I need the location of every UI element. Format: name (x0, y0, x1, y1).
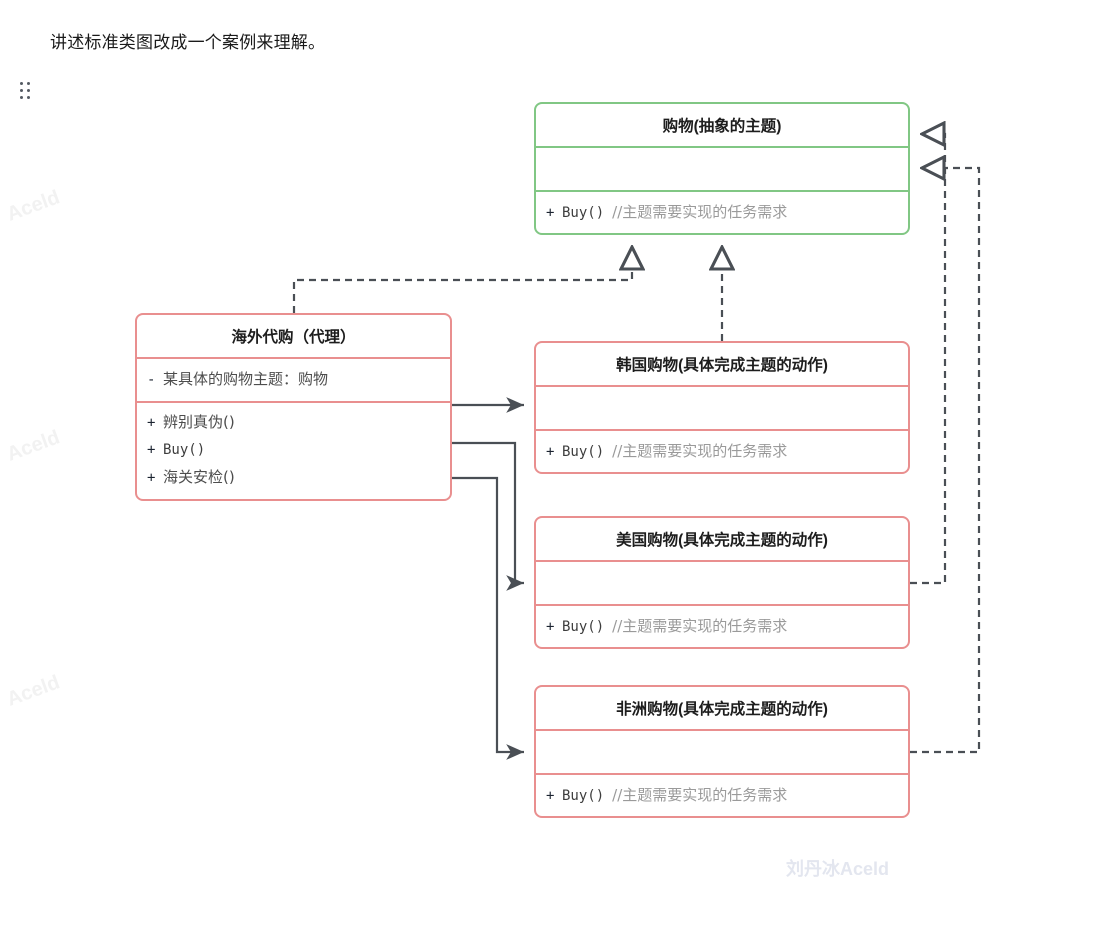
class-member-row: + Buy() //主题需要实现的任务需求 (546, 613, 898, 641)
edge-agent-to-shopping (292, 247, 632, 313)
member-visibility: + (546, 443, 555, 460)
member-signature: 某具体的购物主题：购物 (163, 370, 329, 388)
class-member-row: + 辨别真伪() (147, 409, 440, 437)
drag-dot (20, 89, 23, 92)
drag-dot (20, 96, 23, 99)
drag-dot (27, 96, 30, 99)
member-visibility: + (147, 414, 156, 431)
class-member-row: + Buy() //主题需要实现的任务需求 (546, 438, 898, 466)
class-member-row: + Buy() (147, 437, 440, 464)
class-attributes-section (536, 385, 908, 429)
class-attributes-section: - 某具体的购物主题：购物 (137, 357, 450, 401)
page-title: 讲述标准类图改成一个案例来理解。 (50, 33, 326, 52)
member-signature: Buy() (562, 443, 605, 460)
class-box-usa-shopping[interactable]: 美国购物(具体完成主题的动作) + Buy() //主题需要实现的任务需求 (534, 516, 910, 649)
drag-dot (27, 82, 30, 85)
member-signature: Buy() (562, 204, 605, 221)
member-comment: //主题需要实现的任务需求 (612, 441, 788, 460)
class-methods-section: + Buy() //主题需要实现的任务需求 (536, 773, 908, 816)
class-title: 海外代购（代理） (231, 329, 356, 346)
class-title: 美国购物(具体完成主题的动作) (616, 532, 828, 549)
class-attributes-section (536, 146, 908, 190)
edge-agent-to-africa (452, 476, 524, 760)
edge-africa-to-shopping (910, 168, 981, 754)
member-signature: Buy() (562, 787, 605, 804)
edge-agent-to-usa (452, 441, 524, 591)
class-member-row: + 海关安检() (147, 464, 440, 492)
class-methods-section: + 辨别真伪() + Buy() + 海关安检() (137, 401, 450, 497)
member-visibility: + (546, 204, 555, 221)
class-title: 韩国购物(具体完成主题的动作) (616, 357, 828, 374)
watermark-side: Aceld (4, 426, 63, 466)
member-visibility: + (147, 441, 156, 458)
drag-dot (27, 89, 30, 92)
member-signature: Buy() (562, 618, 605, 635)
member-comment: //主题需要实现的任务需求 (612, 785, 788, 804)
watermark-author: 刘丹冰Aceld (786, 859, 890, 879)
member-signature: Buy() (163, 441, 206, 458)
class-member-row: + Buy() //主题需要实现的任务需求 (546, 782, 898, 810)
watermark-side: Aceld (4, 671, 63, 711)
member-visibility: - (147, 372, 156, 388)
class-methods-section: + Buy() //主题需要实现的任务需求 (536, 190, 908, 233)
class-member-row: - 某具体的购物主题：购物 (147, 366, 440, 394)
drag-handle-icon[interactable] (20, 82, 34, 104)
drag-dot (20, 82, 23, 85)
watermark-side: Aceld (4, 186, 63, 226)
class-box-africa-shopping[interactable]: 非洲购物(具体完成主题的动作) + Buy() //主题需要实现的任务需求 (534, 685, 910, 818)
class-box-korea-shopping[interactable]: 韩国购物(具体完成主题的动作) + Buy() //主题需要实现的任务需求 (534, 341, 910, 474)
member-visibility: + (546, 618, 555, 635)
edge-usa-to-shopping (910, 134, 947, 585)
class-methods-section: + Buy() //主题需要实现的任务需求 (536, 429, 908, 472)
class-attributes-section (536, 560, 908, 604)
member-comment: //主题需要实现的任务需求 (612, 202, 788, 221)
class-title: 非洲购物(具体完成主题的动作) (616, 701, 828, 718)
member-signature: 海关安检() (163, 467, 235, 486)
class-member-row: + Buy() //主题需要实现的任务需求 (546, 199, 898, 227)
class-box-shopping[interactable]: 购物(抽象的主题) + Buy() //主题需要实现的任务需求 (534, 102, 910, 235)
class-title: 购物(抽象的主题) (662, 118, 782, 135)
member-visibility: + (147, 469, 156, 486)
member-signature: 辨别真伪() (163, 412, 235, 431)
class-attributes-section (536, 729, 908, 773)
class-methods-section: + Buy() //主题需要实现的任务需求 (536, 604, 908, 647)
member-visibility: + (546, 787, 555, 804)
member-comment: //主题需要实现的任务需求 (612, 616, 788, 635)
class-box-overseas-agent[interactable]: 海外代购（代理） - 某具体的购物主题：购物 + 辨别真伪() + Buy() … (135, 313, 452, 501)
